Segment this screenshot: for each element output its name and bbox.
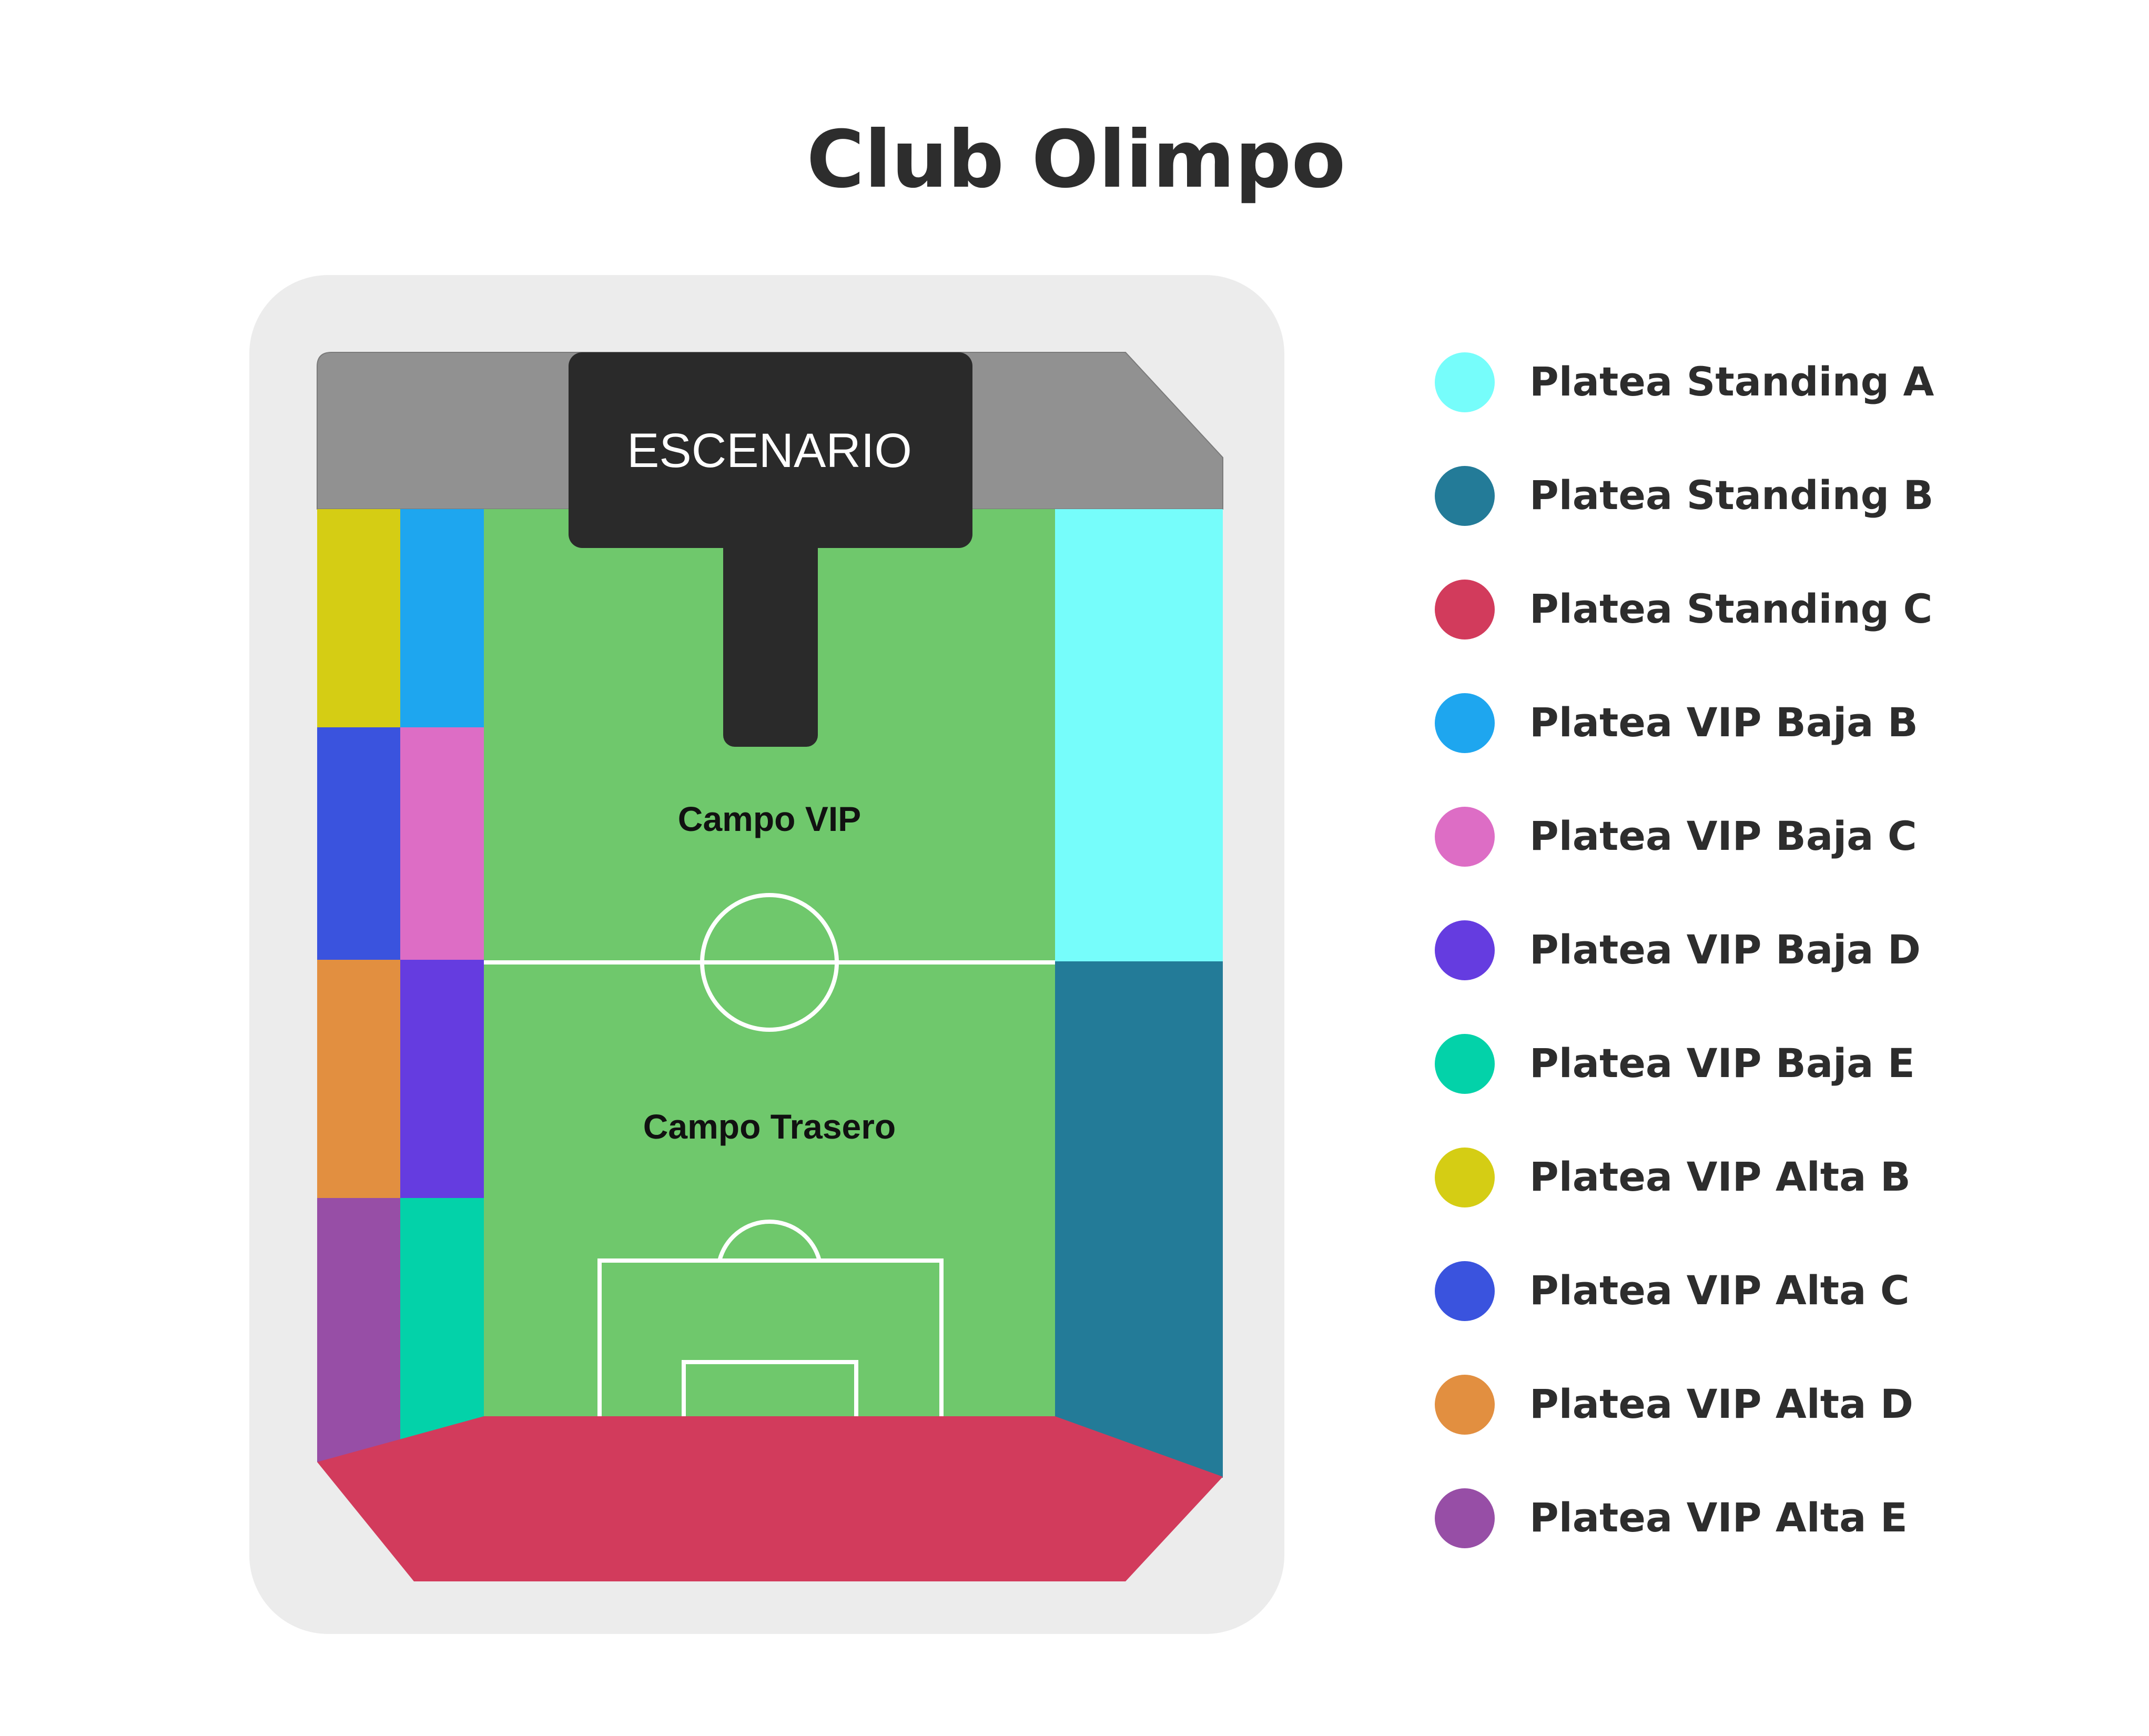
legend-swatch-platea-vip-alta-b <box>1435 1148 1495 1207</box>
legend-item: Platea VIP Baja E <box>1435 1034 1915 1094</box>
stage <box>569 352 972 548</box>
legend-item: Platea Standing B <box>1435 466 1933 526</box>
legend-item: Platea VIP Alta C <box>1435 1261 1910 1321</box>
penalty-arc <box>717 1220 822 1261</box>
legend-label: Platea VIP Baja D <box>1529 926 1921 973</box>
section-platea-vip-baja-e[interactable] <box>400 1198 484 1450</box>
legend-swatch-platea-vip-baja-b <box>1435 693 1495 753</box>
section-platea-vip-alta-d[interactable] <box>317 960 400 1198</box>
legend-label: Platea Standing A <box>1529 358 1934 405</box>
legend-label: Platea VIP Alta E <box>1529 1494 1908 1541</box>
legend-swatch-platea-vip-baja-d <box>1435 920 1495 980</box>
stage-runway <box>723 526 818 747</box>
legend-item: Platea VIP Alta D <box>1435 1375 1913 1435</box>
legend-label: Platea VIP Alta D <box>1529 1380 1913 1427</box>
legend-item: Platea VIP Baja C <box>1435 807 1917 867</box>
legend-label: Platea Standing B <box>1529 472 1933 519</box>
legend-item: Platea VIP Baja B <box>1435 693 1918 753</box>
section-platea-standing-a[interactable] <box>1055 509 1223 961</box>
legend: Platea Standing A Platea Standing B Plat… <box>1435 352 1934 1548</box>
legend-item: Platea VIP Alta B <box>1435 1148 1911 1207</box>
legend-label: Platea VIP Baja C <box>1529 813 1917 859</box>
pitch-markings <box>484 893 1055 1422</box>
legend-swatch-platea-vip-alta-e <box>1435 1488 1495 1548</box>
field-label-campo-trasero: Campo Trasero <box>643 1107 896 1146</box>
legend-item: Platea Standing A <box>1435 352 1934 412</box>
legend-item: Platea VIP Alta E <box>1435 1488 1908 1548</box>
legend-item: Platea VIP Baja D <box>1435 920 1921 980</box>
section-platea-standing-b[interactable] <box>1055 961 1223 1478</box>
legend-label: Platea VIP Alta C <box>1529 1267 1910 1314</box>
field-label-campo-vip: Campo VIP <box>678 799 861 838</box>
legend-swatch-platea-vip-baja-e <box>1435 1034 1495 1094</box>
section-platea-vip-alta-b[interactable] <box>317 509 400 727</box>
section-platea-vip-baja-c[interactable] <box>400 727 484 960</box>
legend-swatch-platea-vip-alta-d <box>1435 1375 1495 1435</box>
legend-label: Platea VIP Baja B <box>1529 699 1918 746</box>
legend-swatch-platea-vip-baja-c <box>1435 807 1495 867</box>
section-platea-vip-baja-d[interactable] <box>400 960 484 1198</box>
section-platea-vip-baja-b[interactable] <box>400 509 484 727</box>
section-platea-standing-c[interactable] <box>317 1416 1223 1581</box>
center-circle <box>700 893 839 1032</box>
stage-label: ESCENARIO <box>627 424 912 478</box>
legend-swatch-platea-standing-b <box>1435 466 1495 526</box>
section-platea-vip-alta-c[interactable] <box>317 727 400 960</box>
legend-swatch-platea-standing-c <box>1435 580 1495 639</box>
legend-label: Platea Standing C <box>1529 585 1932 632</box>
legend-item: Platea Standing C <box>1435 580 1932 639</box>
legend-label: Platea VIP Baja E <box>1529 1040 1915 1087</box>
section-platea-vip-alta-e[interactable] <box>317 1198 400 1462</box>
legend-swatch-platea-vip-alta-c <box>1435 1261 1495 1321</box>
page-title: Club Olimpo <box>807 114 1346 206</box>
legend-label: Platea VIP Alta B <box>1529 1153 1911 1200</box>
legend-swatch-platea-standing-a <box>1435 352 1495 412</box>
